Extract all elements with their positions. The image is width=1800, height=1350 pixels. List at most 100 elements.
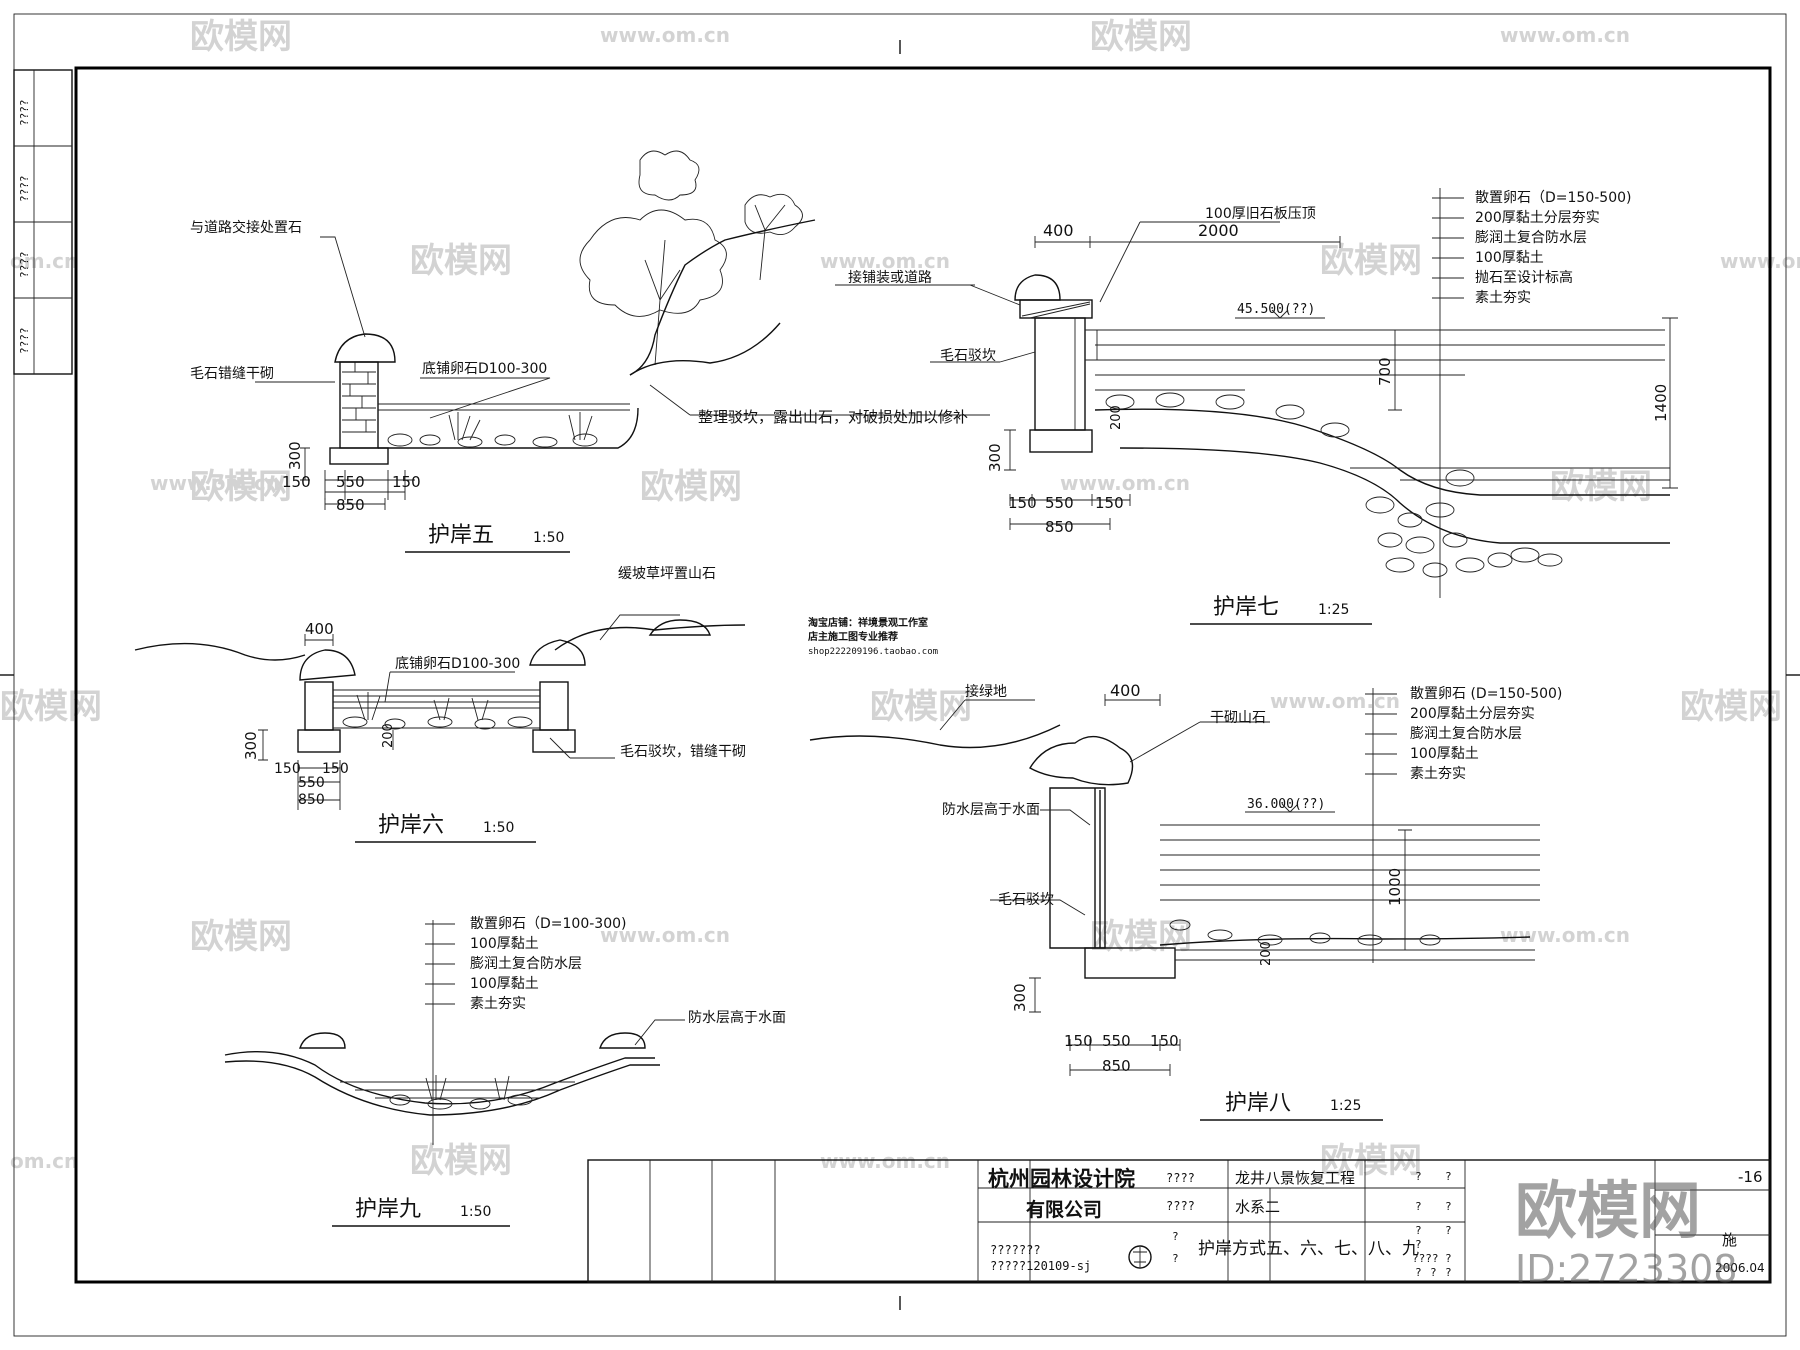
section-scale: 1:25 [1318,602,1349,618]
channel-lower [224,1060,660,1116]
section-title: 护岸六 [378,813,444,838]
field: ? [1415,1170,1422,1183]
row-label: ? [1172,1230,1179,1243]
ground-line [809,724,1061,749]
label: 干砌山石 [1210,710,1266,726]
layer-label: 100厚黏土 [1475,250,1544,266]
layer-label: 100厚黏土 [1410,746,1479,762]
watermark-url: www.om.cn [600,23,730,47]
dimension: 850 [298,792,325,808]
company-name: 杭州园林设计院 [988,1167,1135,1191]
water-lines [1095,329,1670,481]
issue-date: 2006.04 [1715,1261,1765,1275]
layer-label: 散置卵石 (D=150-500) [1410,686,1562,702]
water-lines [1160,824,1540,961]
bed-line [378,407,639,449]
section-title: 护岸七 [1213,595,1279,620]
dimension: 200 [1259,941,1274,966]
layer-label: 抛石至设计标高 [1475,269,1573,286]
layer-label: 膨润土复合防水层 [1410,725,1522,742]
shop-note: shop222209196.taobao.com [808,647,938,657]
dimension: 850 [336,496,365,514]
row-label: ? [1172,1252,1179,1265]
dry-stone [1029,735,1134,786]
dimension: 150 [1064,1032,1093,1050]
drawing-title: 护岸方式五、六、七、八、九 [1198,1239,1419,1259]
label: 防水层高于水面 [942,801,1040,818]
dimension: 700 [1376,357,1394,386]
watermark-layer: 欧模网 www.om.cn 欧模网 www.om.cn 欧模网 www.om.c… [0,17,1800,1181]
field: ? [1445,1252,1452,1265]
dimension: 550 [1102,1032,1131,1050]
row-label: ???? [1166,1199,1195,1213]
label: 防水层高于水面 [688,1009,786,1026]
layer-label: 膨润土复合防水层 [1475,229,1587,246]
layer-label: 100厚黏土 [470,976,539,992]
dimension: 200 [381,723,396,748]
design-stage: 施 [1722,1231,1737,1249]
layer-callouts: 散置卵石（D=100-300) 100厚黏土 膨润土复合防水层 100厚黏土 素… [425,916,626,1145]
label: 缓坡草坪置山石 [618,566,716,582]
hill-slope [629,219,816,376]
section-title: 护岸八 [1225,1091,1291,1116]
label: 毛石驳坎，错缝干砌 [620,744,746,760]
project-name: 龙井八景恢复工程 [1235,1169,1355,1187]
dimension: 300 [986,443,1004,472]
watermark-logo: 欧模网 [0,687,102,727]
bed-profile [1094,408,1670,496]
rubble-wall [1034,317,1086,431]
section-scale: 1:25 [1330,1098,1361,1114]
layer-label: 100厚黏土 [470,936,539,952]
label: 接绿地 [965,683,1007,700]
capstone-rock [334,333,396,363]
watermark-big-logo: 欧模网 [1515,1174,1701,1247]
footing [329,447,389,465]
water-level: 45.500(??) [1237,302,1315,317]
layer-label: 素土夯实 [1475,290,1531,306]
watermark-url: www.om.cn [1500,23,1630,47]
watermark-logo: 欧模网 [1320,1141,1422,1181]
watermark-logo: 欧模网 [410,1141,512,1181]
title-block: 杭州园林设计院 有限公司 ??????? ?????120109-sj ????… [587,1159,1771,1283]
watermark-url-short: om.cn [10,249,78,273]
field: ? [1445,1266,1452,1279]
watermark-logo: 欧模网 [1320,241,1422,281]
field: ???? [1412,1252,1439,1265]
label: 整理驳坎，露出山石，对破损处加以修补 [698,408,968,426]
watermark-logo: 欧模网 [190,917,292,957]
watermark-logo: 欧模网 [640,467,742,507]
watermark-logo: 欧模网 [190,17,292,57]
pebbles [387,412,598,448]
watermark-url: www.om.cn [1270,689,1400,713]
watermark-logo: 欧模网 [1680,687,1782,727]
dimension: 850 [1102,1057,1131,1075]
sheet-number: -16 [1738,1168,1763,1186]
field: ? [1430,1266,1437,1279]
side-label: ???? [18,100,31,127]
label: 毛石错缝干砌 [190,366,274,382]
section-title: 护岸五 [428,523,494,548]
side-revision-strip: ???? ???? ???? ???? [13,69,73,375]
field: ? [1415,1266,1422,1279]
field: ? [1445,1224,1452,1237]
bed-profile [1159,936,1531,946]
watermark-url: www.om.cn [1500,923,1630,947]
dimension: 200 [1109,405,1124,430]
side-label: ???? [18,176,31,203]
layer-label: 膨润土复合防水层 [470,955,582,972]
watermark-url-short: om.cn [10,1149,78,1173]
rocks [299,619,711,681]
dimension: 1400 [1652,384,1670,422]
section-scale: 1:50 [460,1204,491,1220]
field: ? [1445,1170,1452,1183]
company-name: 有限公司 [1026,1198,1102,1221]
dimension: 150 [1095,494,1124,512]
rubble-wall [1049,787,1106,949]
shop-note: 店主施工图专业推荐 [808,630,898,643]
project-code: ?????120109-sj [990,1259,1091,1273]
field: ? [1415,1200,1422,1213]
label: 底铺卵石D100-300 [422,361,547,377]
dimension: 400 [305,620,334,638]
section-scale: 1:50 [533,530,564,546]
layer-label: 素土夯实 [470,996,526,1012]
